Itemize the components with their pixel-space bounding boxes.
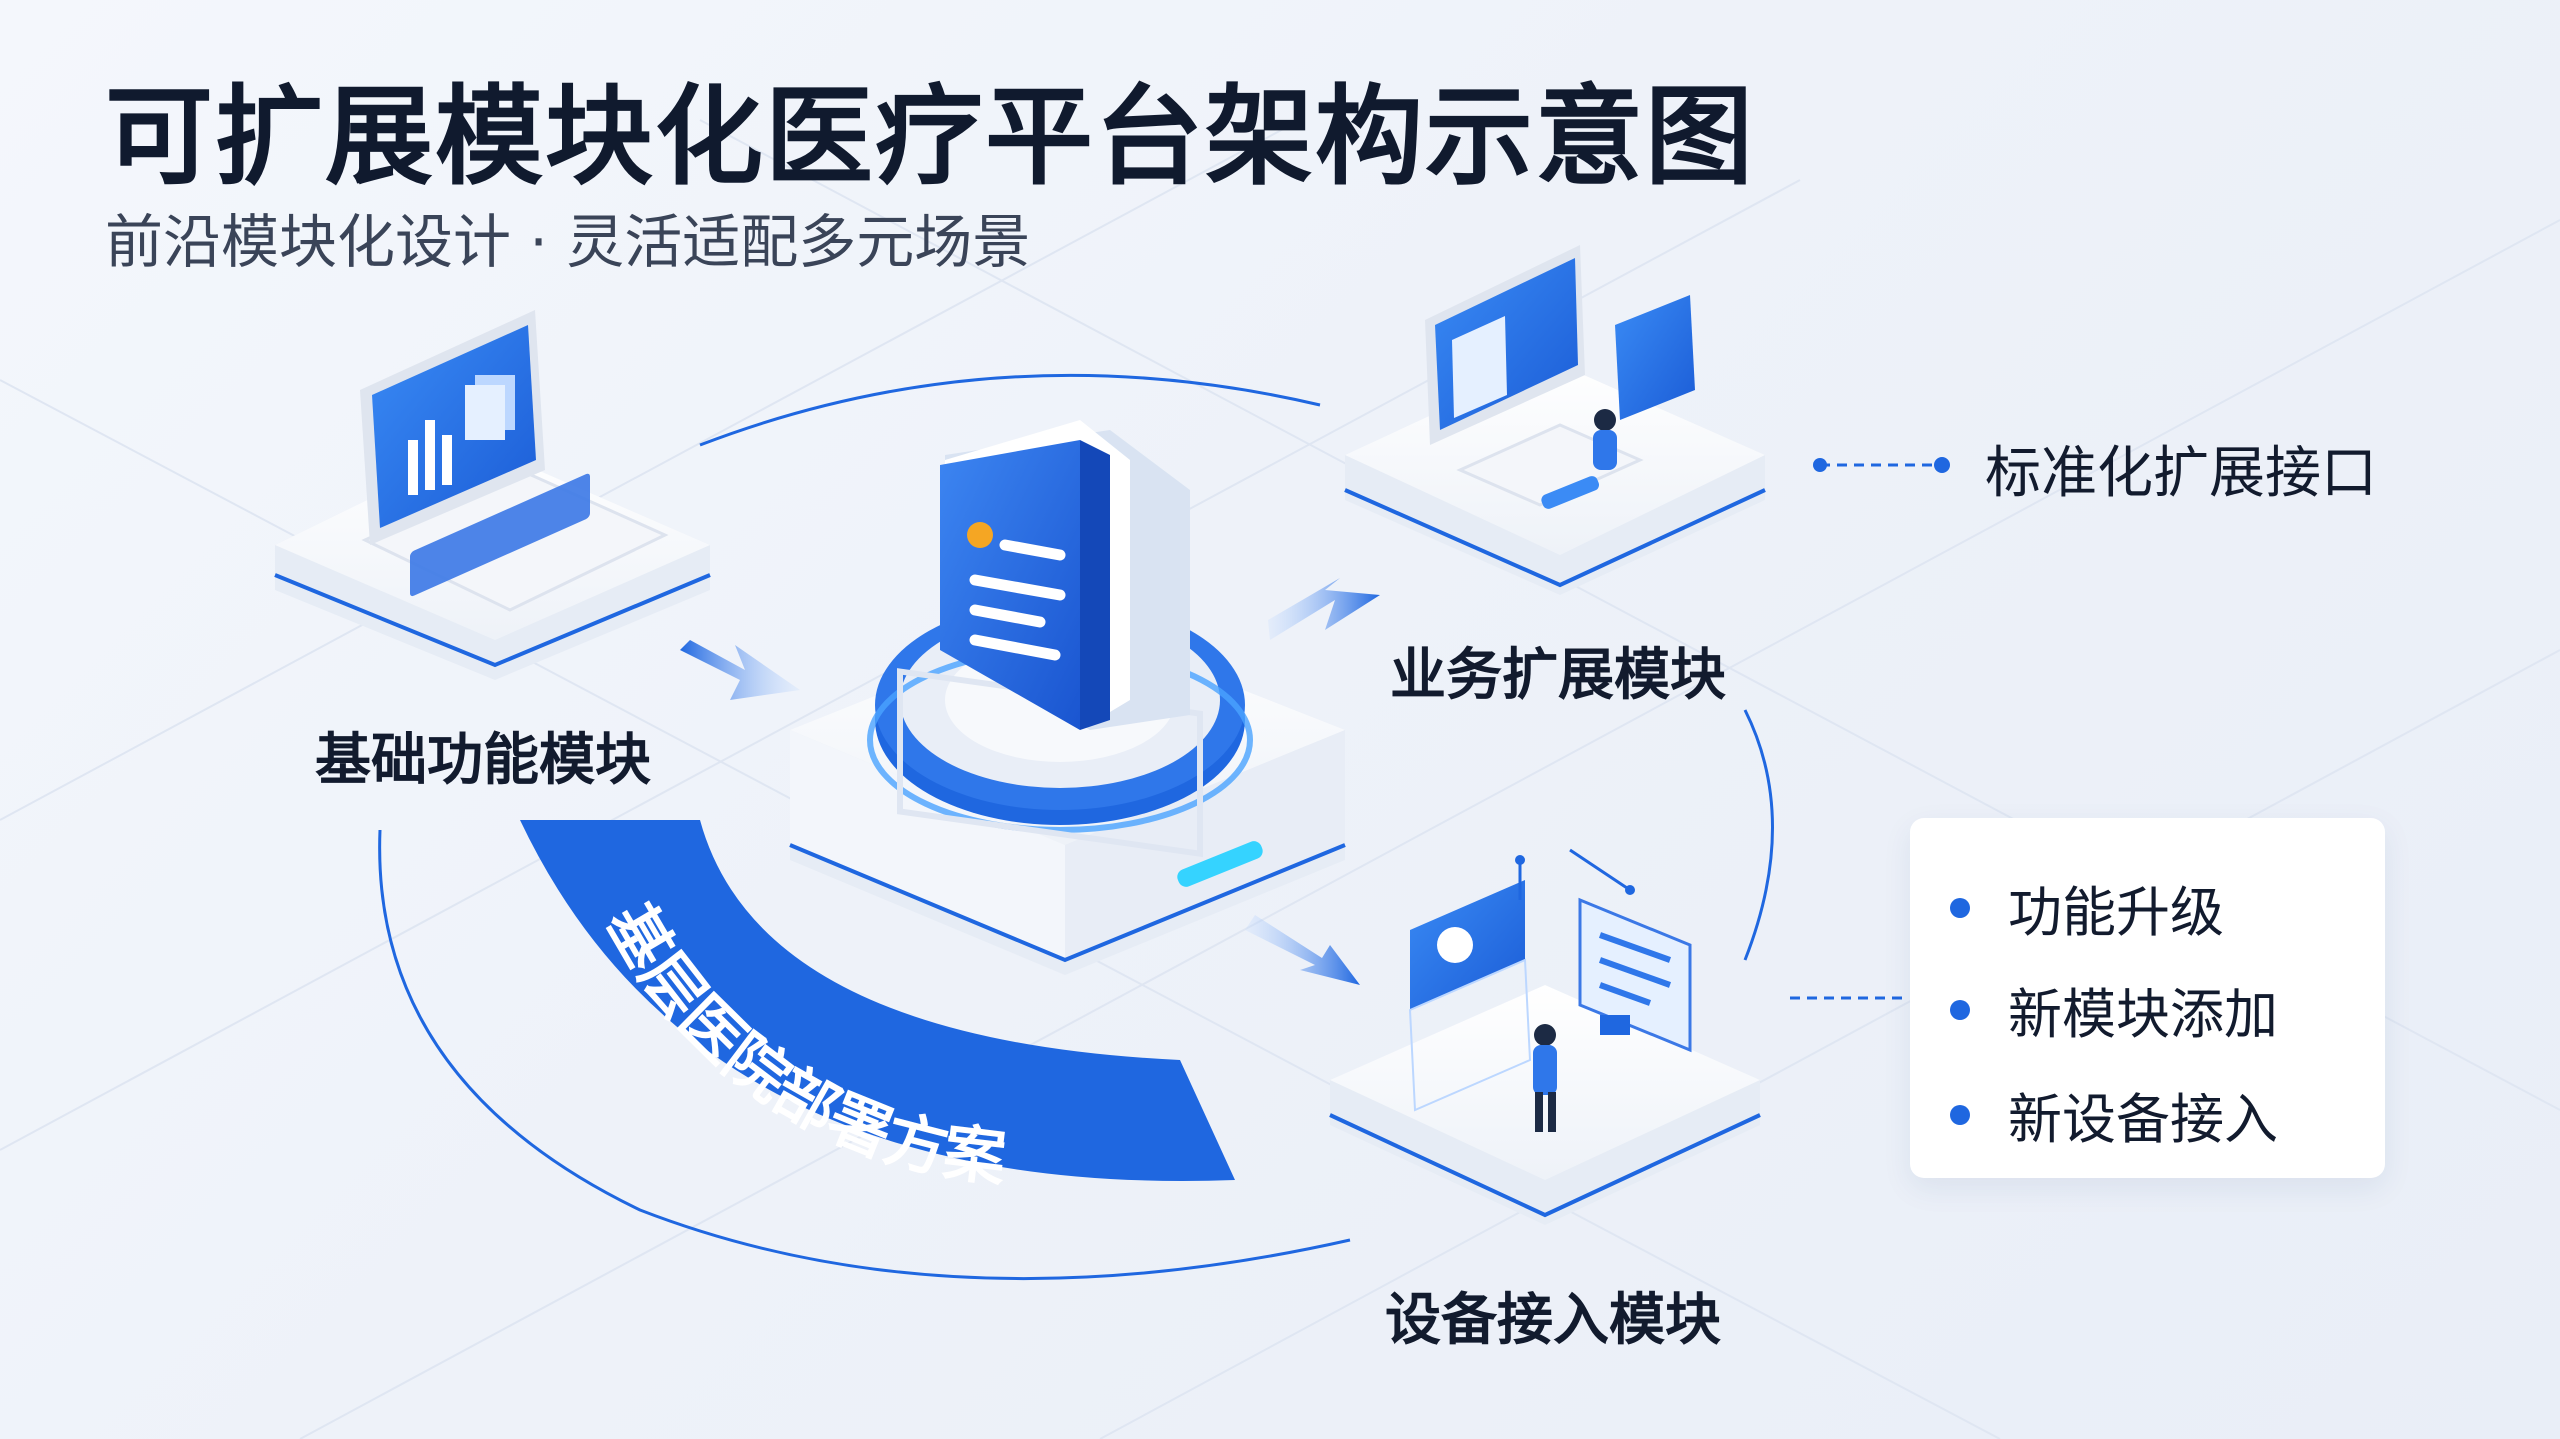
list-item: 新设备接入 bbox=[1910, 1075, 2278, 1154]
list-item: 功能升级 bbox=[1910, 868, 2224, 947]
page-subtitle: 前沿模块化设计 · 灵活适配多元场景 bbox=[105, 208, 1031, 276]
bullet-icon bbox=[1950, 897, 1970, 918]
device-module-label: 设备接入模块 bbox=[1385, 1288, 1721, 1353]
page-title: 可扩展模块化医疗平台架构示意图 bbox=[105, 75, 1756, 200]
central-hub bbox=[789, 420, 1346, 975]
list-item-text: 新模块添加 bbox=[2008, 983, 2278, 1046]
list-item-text: 功能升级 bbox=[2008, 881, 2224, 944]
business-module-label: 业务扩展模块 bbox=[1390, 643, 1726, 708]
orbit-lines bbox=[378, 373, 1774, 1281]
list-item-text: 新设备接入 bbox=[2008, 1088, 2278, 1151]
business-module-pad bbox=[1344, 245, 1766, 595]
basic-module-label: 基础功能模块 bbox=[315, 728, 651, 793]
device-module-pad bbox=[1329, 848, 1761, 1225]
bullet-icon bbox=[1950, 1104, 1970, 1125]
interface-label: 标准化扩展接口 bbox=[1985, 441, 2377, 506]
basic-module-pad bbox=[274, 310, 711, 680]
deployment-arc bbox=[520, 820, 1235, 1181]
list-item: 新模块添加 bbox=[1910, 970, 2278, 1049]
arrow-to-business bbox=[1268, 578, 1380, 640]
arrow-to-basic bbox=[680, 640, 800, 700]
arrow-to-device bbox=[1245, 915, 1360, 985]
bullet-icon bbox=[1950, 999, 1970, 1020]
extension-list: 功能升级 新模块添加 新设备接入 bbox=[1910, 818, 2385, 1178]
interface-connector bbox=[1813, 457, 1950, 473]
